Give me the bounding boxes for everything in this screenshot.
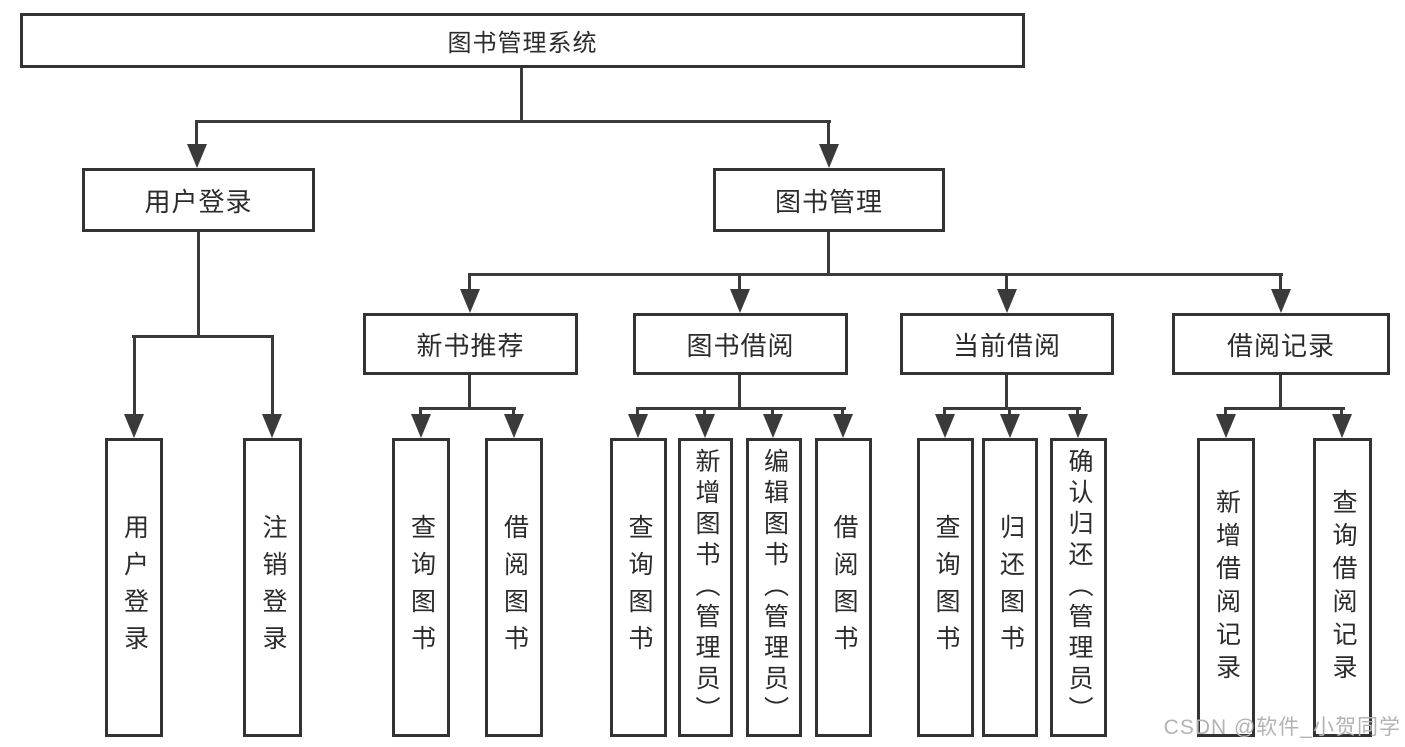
node-label: 图书管理系统 <box>447 30 598 57</box>
arrow-down-icon <box>997 289 1017 313</box>
node-label: 归还图书 <box>996 513 1025 662</box>
connector-line <box>468 273 1283 276</box>
arrow-down-icon <box>262 414 282 438</box>
node-label: 图书借阅 <box>686 330 795 361</box>
arrow-down-icon <box>460 289 480 313</box>
connector-line <box>943 407 946 416</box>
node-query-books-recommend: 查询图书 <box>392 438 450 737</box>
connector-line <box>1340 407 1343 416</box>
connector-line <box>827 120 830 146</box>
connector-line <box>468 375 471 408</box>
node-label: 新增图书（管理员） <box>692 448 720 727</box>
node-label: 查询借阅记录 <box>1329 488 1357 687</box>
node-library-system: 图书管理系统 <box>20 13 1025 68</box>
csdn-watermark: CSDN @软件_小贺同学 <box>1163 716 1401 739</box>
node-current-borrowing: 当前借阅 <box>900 313 1114 375</box>
node-return-books: 归还图书 <box>982 438 1038 737</box>
node-label: 当前借阅 <box>952 330 1061 361</box>
arrow-down-icon <box>1216 414 1236 438</box>
arrow-down-icon <box>1000 414 1020 438</box>
connector-line <box>738 273 741 291</box>
connector-line <box>512 407 515 416</box>
connector-line <box>419 407 422 416</box>
connector-line <box>1224 407 1345 410</box>
node-book-borrowing: 图书借阅 <box>633 313 848 375</box>
node-label: 图书管理 <box>774 186 883 217</box>
arrow-down-icon <box>730 289 750 313</box>
node-query-books-borrowing: 查询图书 <box>610 438 667 737</box>
node-confirm-return-admin: 确认归还（管理员） <box>1050 438 1107 737</box>
connector-line <box>195 120 198 146</box>
connector-line <box>703 407 706 416</box>
arrow-down-icon <box>187 144 207 168</box>
node-book-management: 图书管理 <box>713 168 945 232</box>
connector-line <box>195 120 831 123</box>
node-borrowing-records: 借阅记录 <box>1172 313 1390 375</box>
arrow-down-icon <box>695 414 715 438</box>
arrow-down-icon <box>1068 414 1088 438</box>
connector-line <box>520 68 523 120</box>
connector-line <box>943 407 1081 410</box>
node-label: 编辑图书（管理员） <box>760 448 789 727</box>
connector-line <box>1008 407 1011 416</box>
connector-line <box>636 407 639 416</box>
node-borrow-books-leaf: 借阅图书 <box>815 438 872 737</box>
node-label: 确认归还（管理员） <box>1065 448 1093 727</box>
connector-line <box>1005 375 1008 408</box>
connector-line <box>197 232 200 335</box>
connector-line <box>841 407 844 416</box>
node-label: 查询图书 <box>407 513 436 662</box>
connector-line <box>827 232 830 273</box>
connector-line <box>738 375 741 408</box>
arrow-down-icon <box>819 144 839 168</box>
node-new-book-recommend: 新书推荐 <box>363 313 578 375</box>
connector-line <box>271 335 274 416</box>
node-user-login: 用户登录 <box>82 168 315 232</box>
arrow-down-icon <box>1332 414 1352 438</box>
arrow-down-icon <box>1271 289 1291 313</box>
connector-line <box>133 335 136 416</box>
node-user-login-leaf: 用户登录 <box>105 438 163 737</box>
connector-line <box>1224 407 1227 416</box>
connector-line <box>419 407 516 410</box>
arrow-down-icon <box>124 414 144 438</box>
arrow-down-icon <box>504 414 524 438</box>
connector-line <box>132 335 274 338</box>
node-logout: 注销登录 <box>243 438 302 737</box>
connector-line <box>1005 273 1008 291</box>
node-edit-books-admin: 编辑图书（管理员） <box>746 438 802 737</box>
node-label: 借阅记录 <box>1226 330 1335 361</box>
node-label: 查询图书 <box>625 513 653 662</box>
connector-line <box>468 273 471 291</box>
node-label: 借阅图书 <box>830 513 858 662</box>
connector-line <box>771 407 774 416</box>
connector-line <box>1279 375 1282 408</box>
node-add-borrow-record: 新增借阅记录 <box>1197 438 1255 737</box>
node-query-books-current: 查询图书 <box>917 438 974 737</box>
node-label: 新书推荐 <box>416 330 525 361</box>
node-label: 注销登录 <box>259 513 287 662</box>
node-label: 借阅图书 <box>500 513 529 662</box>
arrow-down-icon <box>411 414 431 438</box>
arrow-down-icon <box>833 414 853 438</box>
node-label: 新增借阅记录 <box>1212 488 1241 687</box>
node-label: 查询图书 <box>932 513 960 662</box>
arrow-down-icon <box>628 414 648 438</box>
node-borrow-books-recommend: 借阅图书 <box>485 438 543 737</box>
connector-line <box>636 407 846 410</box>
node-add-books-admin: 新增图书（管理员） <box>678 438 733 737</box>
connector-line <box>1076 407 1079 416</box>
node-query-borrow-record: 查询借阅记录 <box>1313 438 1372 737</box>
arrow-down-icon <box>935 414 955 438</box>
node-label: 用户登录 <box>144 186 253 217</box>
connector-line <box>1279 273 1282 291</box>
arrow-down-icon <box>763 414 783 438</box>
node-label: 用户登录 <box>120 513 149 662</box>
